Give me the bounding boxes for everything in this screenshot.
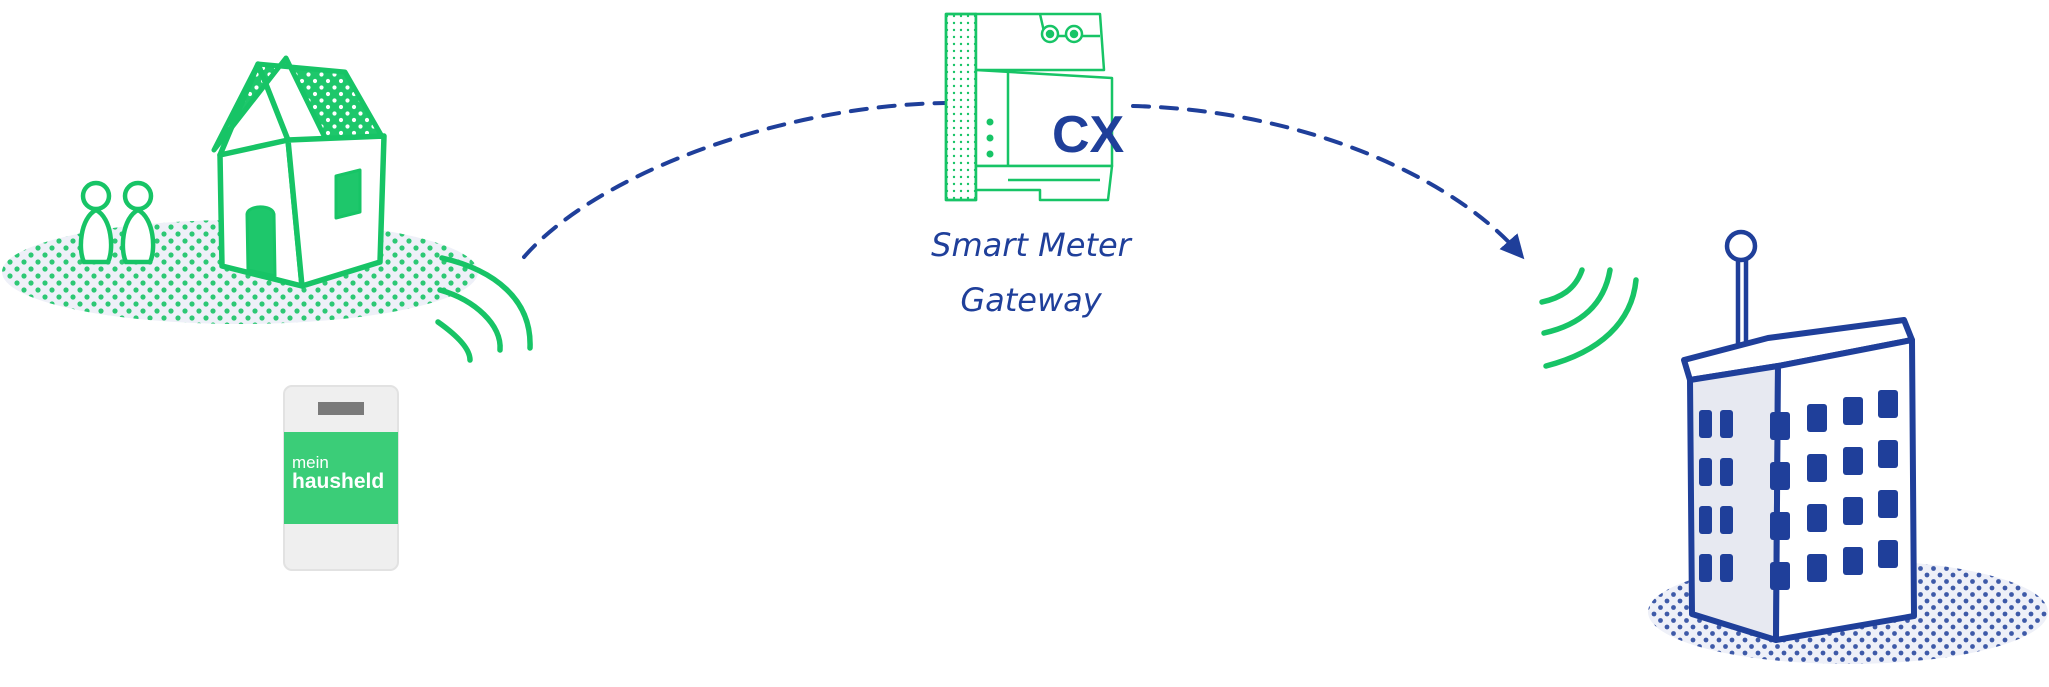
arc-right-segment: [1131, 104, 1525, 260]
arc-left-segment: [522, 101, 947, 259]
building-left-face: [1687, 363, 1781, 643]
building-windows-left: [1699, 410, 1733, 582]
card-slot: [318, 402, 364, 415]
gateway-brand-badge: CX: [1052, 106, 1125, 164]
gateway-label-line2: Gateway: [960, 281, 1102, 319]
household-card-icon: mein hausheld: [283, 385, 399, 571]
smart-meter-gateway-icon: CX: [944, 12, 1125, 202]
house-icon: [211, 55, 387, 289]
house-window: [334, 168, 362, 220]
house-door: [245, 205, 277, 278]
building-windows-right: [1770, 390, 1898, 590]
wireless-signal-icon: [1539, 267, 1639, 369]
antenna-icon: [1724, 229, 1758, 356]
gateway-label-line1: Smart Meter: [931, 226, 1133, 264]
utility-building-icon: [1681, 317, 1917, 643]
wireless-signal-icon: [435, 255, 533, 363]
connection-arc: [522, 101, 1525, 260]
household-scene: [2, 55, 533, 363]
card-green-band: [284, 432, 398, 524]
card-text-hausheld: hausheld: [292, 470, 384, 493]
card-text-mein: mein: [292, 453, 329, 472]
utility-scene: [1539, 229, 2048, 664]
people-icon: [78, 180, 156, 265]
